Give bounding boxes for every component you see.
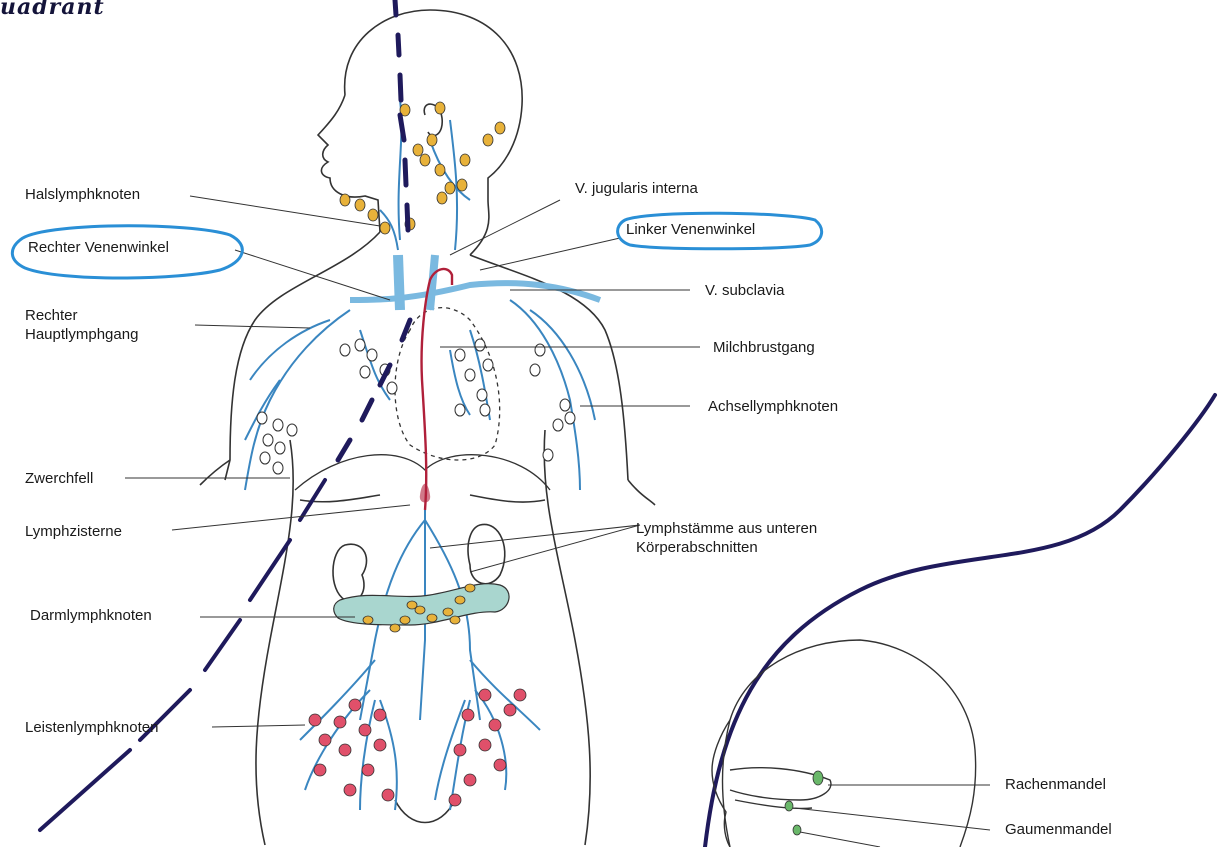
label-lymphstaemme-line2: Körperabschnitten — [636, 539, 758, 556]
label-gaumenmandel: Gaumenmandel — [1005, 821, 1112, 838]
label-rachenmandel: Rachenmandel — [1005, 776, 1106, 793]
lymph-cisterna — [420, 484, 430, 503]
label-v-jugularis-interna: V. jugularis interna — [575, 180, 698, 197]
handwritten-title: uadrant — [0, 0, 105, 20]
label-rechter-hauptlymphgang-line2: Hauptlymphgang — [25, 326, 138, 343]
label-lymphzisterne: Lymphzisterne — [25, 523, 122, 540]
thorax-lymph-nodes — [257, 339, 575, 474]
intestine-band — [334, 584, 509, 625]
label-lymphstaemme-line1: Lymphstämme aus unteren — [636, 520, 817, 537]
neck-lymph-nodes — [340, 102, 505, 234]
label-darmlymphknoten: Darmlymphknoten — [30, 607, 152, 624]
label-linker-venenwinkel: Linker Venenwinkel — [626, 221, 755, 238]
thoracic-duct — [422, 269, 452, 510]
label-milchbrustgang: Milchbrustgang — [713, 339, 815, 356]
label-rechter-venenwinkel: Rechter Venenwinkel — [28, 239, 169, 256]
hand-marker-lines — [40, 0, 1215, 847]
body-outline — [200, 10, 655, 845]
inguinal-lymph-nodes — [309, 689, 526, 806]
label-rechter-hauptlymphgang-line1: Rechter — [25, 307, 78, 324]
tonsils — [785, 771, 823, 835]
label-v-subclavia: V. subclavia — [705, 282, 785, 299]
label-achsellymphknoten: Achsellymphknoten — [708, 398, 838, 415]
label-leistenlymphknoten: Leistenlymphknoten — [25, 719, 158, 736]
inset-head — [712, 640, 976, 847]
label-zwerchfell: Zwerchfell — [25, 470, 93, 487]
leader-lines — [125, 196, 990, 847]
label-halslymphknoten: Halslymphknoten — [25, 186, 140, 203]
